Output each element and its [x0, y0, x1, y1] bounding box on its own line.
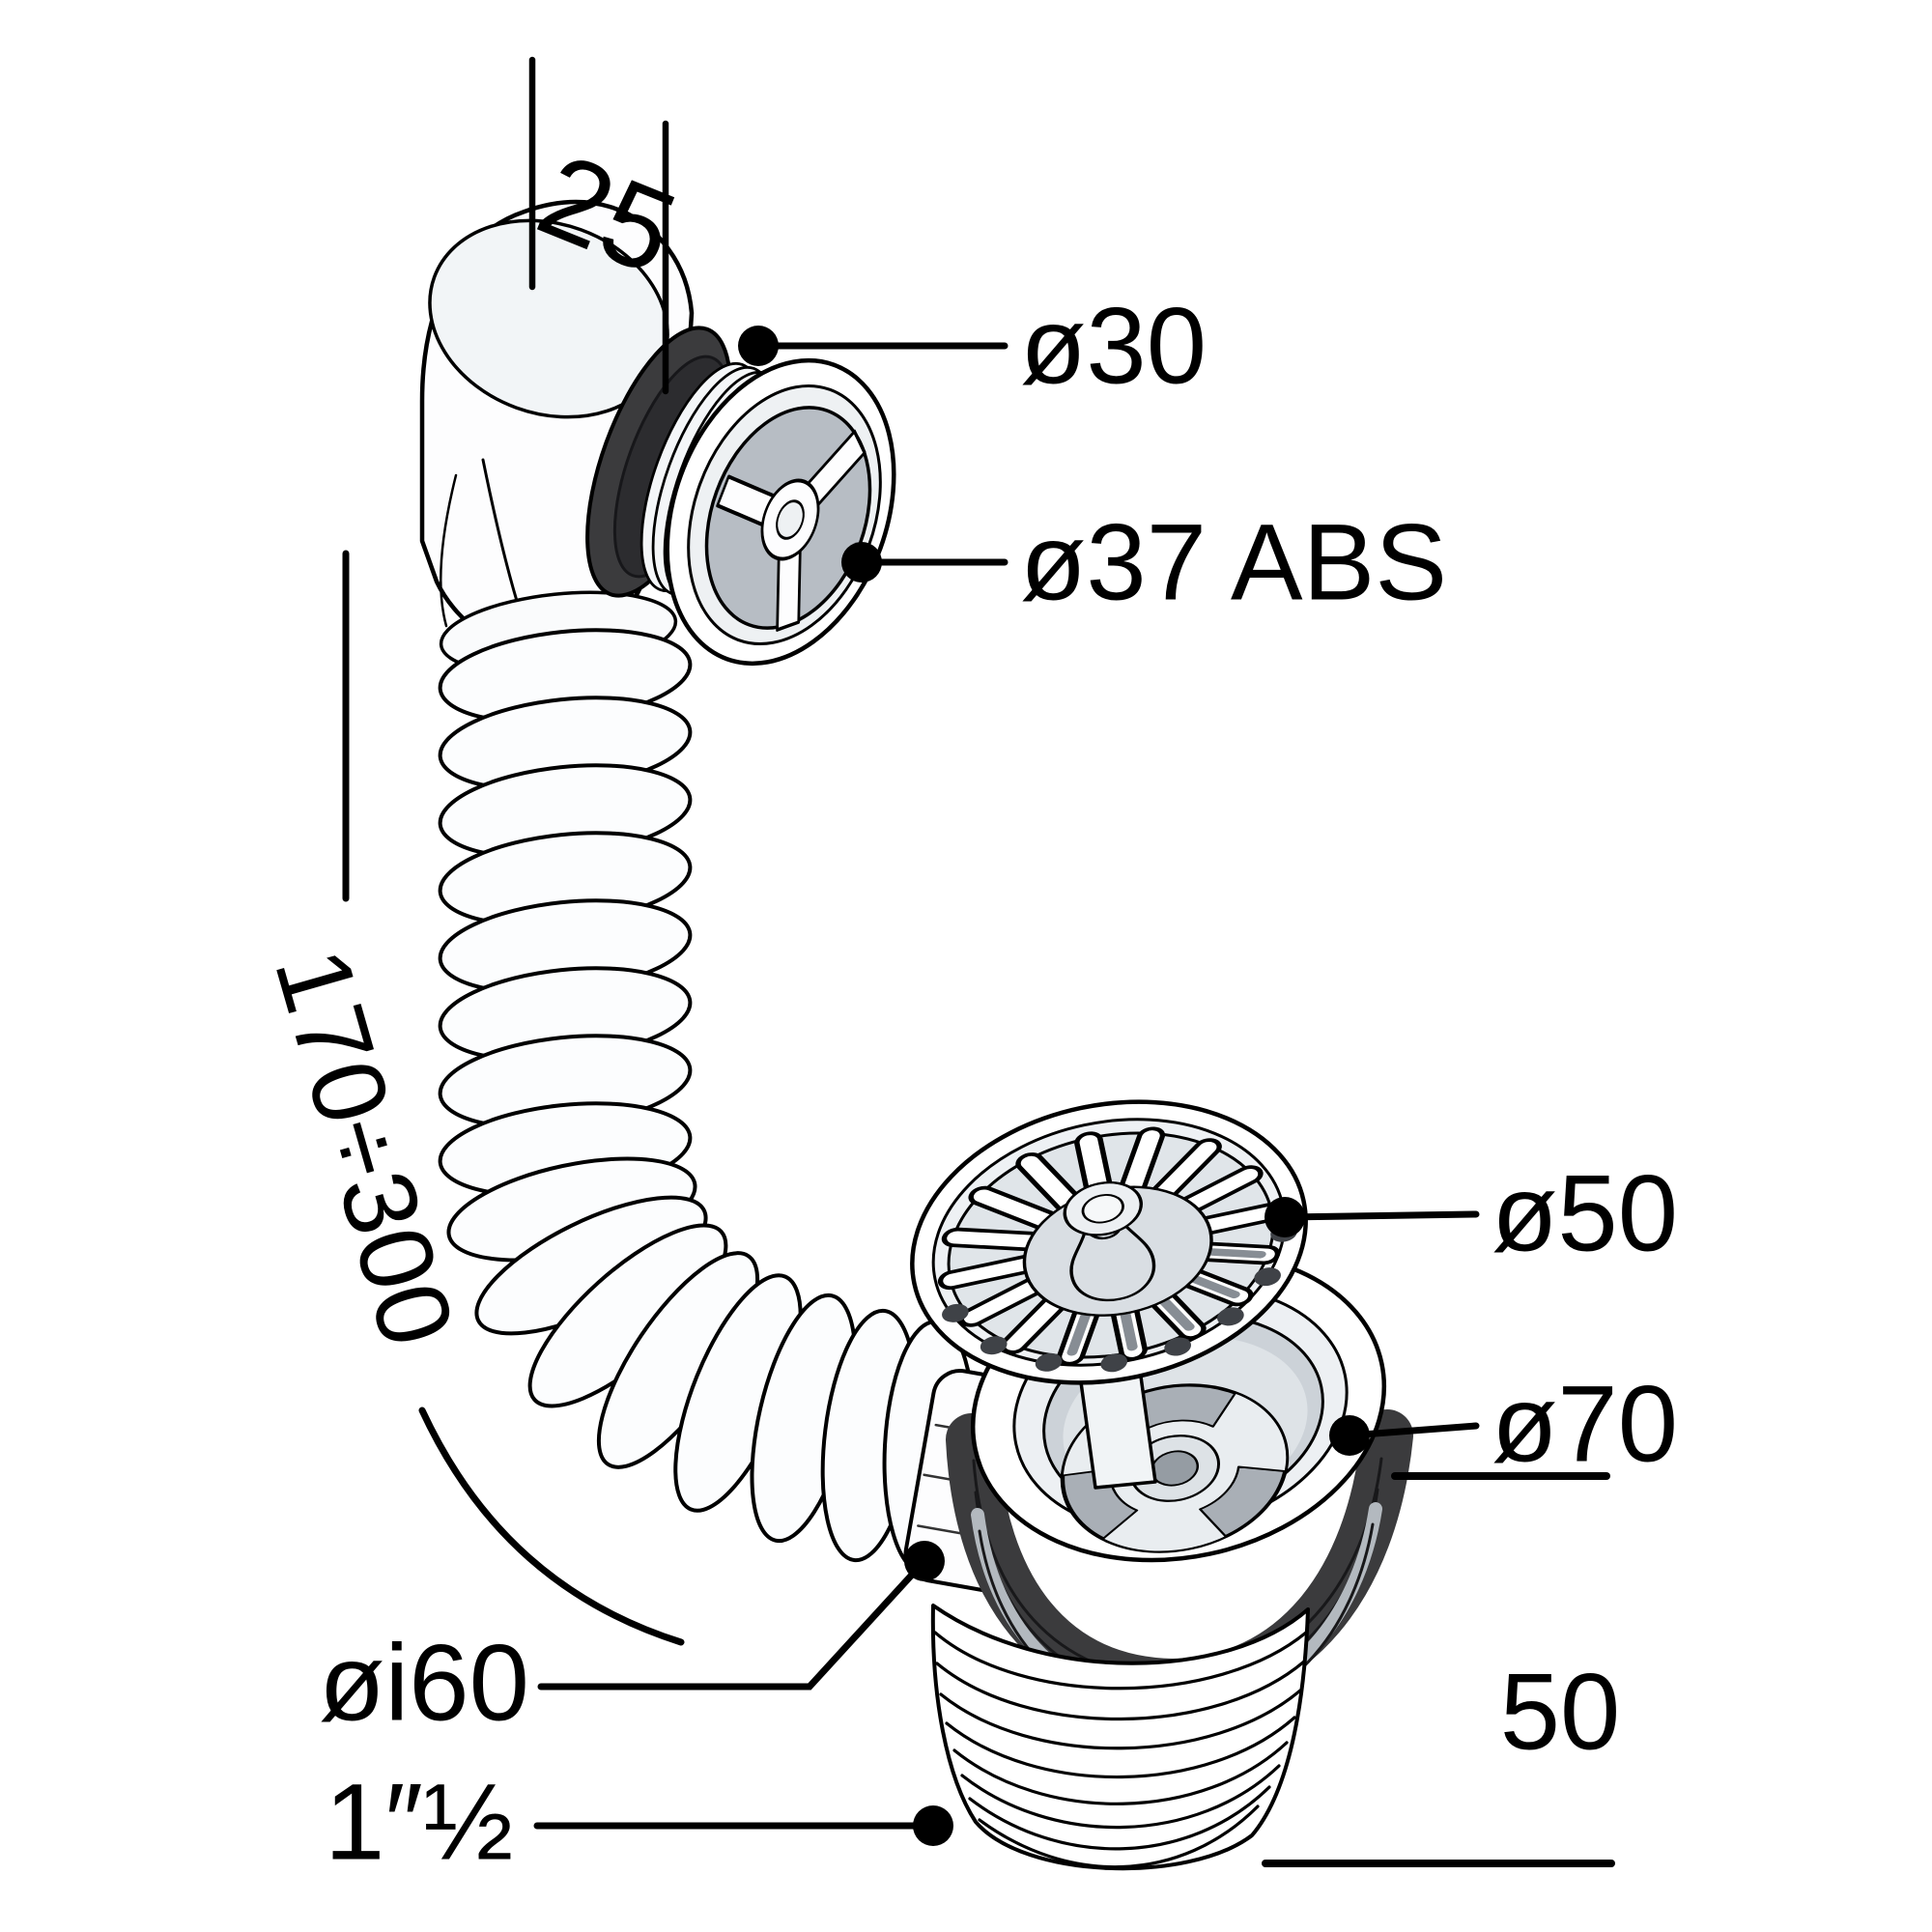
label-dia-50: ø50 [1492, 1153, 1678, 1274]
dim-70dia-leader [1346, 1422, 1480, 1439]
label-thread-1-1-2: 1″½ [325, 1762, 513, 1883]
drain-threaded-tailpiece [930, 1604, 1310, 1871]
strainer-knob-hole [1081, 1194, 1124, 1224]
strainer-face [937, 1126, 1297, 1373]
elbow-fold [440, 473, 458, 628]
dim-range-arc [418, 1406, 685, 1646]
strainer-rim-holes [942, 1223, 1297, 1373]
artwork [419, 199, 1413, 1871]
label-dia-i60: øi60 [319, 1623, 529, 1744]
overflow-cover [665, 357, 896, 667]
strainer-key-tab [1069, 1220, 1156, 1302]
label-height-50: 50 [1500, 1652, 1621, 1773]
overflow-elbow [419, 199, 896, 675]
cover-trispoke [716, 429, 867, 632]
dim-50dia-leader [1281, 1210, 1480, 1221]
dimensions [342, 56, 1615, 1867]
dim-i60-leader [537, 1557, 928, 1690]
strainer-basket [910, 1099, 1308, 1385]
label-dia-70: ø70 [1492, 1364, 1678, 1485]
label-dia-30: ø30 [1020, 286, 1207, 407]
thread-lines [933, 1631, 1308, 1869]
label-dia-37-abs: ø37 ABS [1020, 502, 1447, 623]
flexible-hose [438, 628, 977, 1575]
